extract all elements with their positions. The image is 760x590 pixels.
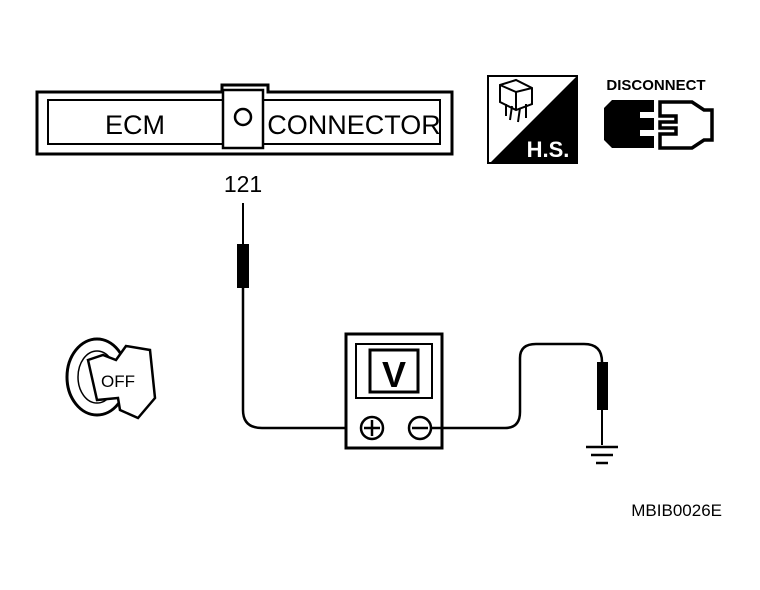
ignition-key-icon: OFF: [65, 337, 157, 420]
disconnect-plug-icon: [604, 100, 714, 150]
minus-terminal-icon: [407, 415, 433, 441]
positive-probe: [237, 244, 249, 288]
ground-symbol-icon: [586, 445, 618, 465]
negative-probe: [597, 362, 608, 410]
connector-left-label: ECM: [105, 110, 165, 140]
figure-code: MBIB0026E: [631, 501, 722, 520]
hs-label: H.S.: [527, 137, 570, 162]
disconnect-badge: DISCONNECT: [604, 77, 714, 150]
voltmeter: V: [344, 332, 444, 450]
plus-terminal-icon: [359, 415, 385, 441]
negative-probe-wire: [431, 342, 608, 445]
ecm-connector: ECM CONNECTOR: [35, 83, 454, 156]
pin-number-label: 121: [224, 171, 262, 197]
connector-right-label: CONNECTOR: [267, 110, 441, 140]
harness-connector-icon: [499, 78, 533, 123]
positive-probe-wire: [237, 203, 362, 430]
connector-pin-icon: [233, 107, 253, 127]
voltmeter-display: V: [382, 354, 406, 395]
harness-side-badge: H.S.: [487, 75, 578, 164]
disconnect-label: DISCONNECT: [606, 77, 705, 94]
key-off-label: OFF: [101, 372, 135, 391]
